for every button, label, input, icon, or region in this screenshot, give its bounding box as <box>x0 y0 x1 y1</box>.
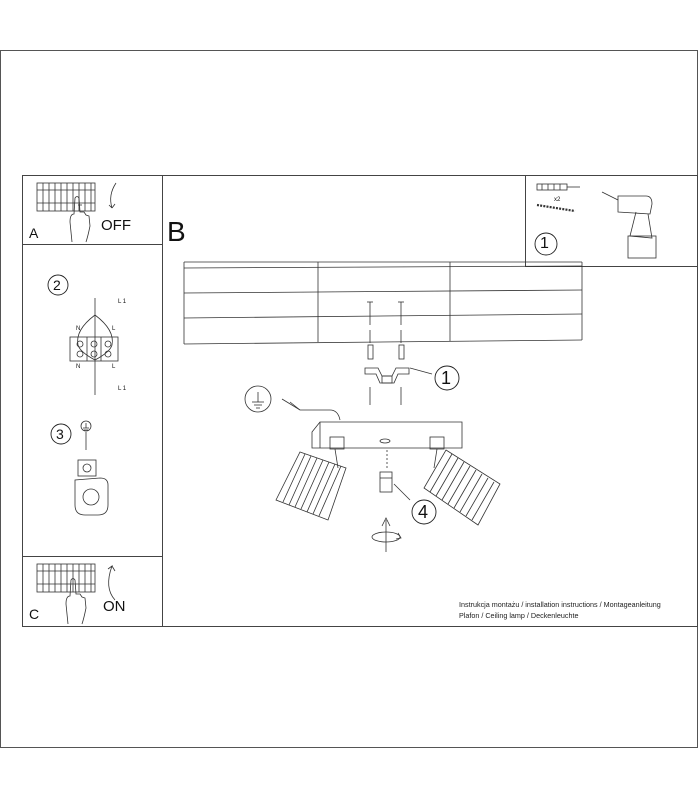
spotlight-left-icon <box>275 436 347 521</box>
ceiling-panel-icon <box>183 261 583 345</box>
cap-screw-icon <box>379 471 411 501</box>
footer-caption: Instrukcja montażu / installation instru… <box>459 599 661 621</box>
instruction-frame <box>22 175 698 627</box>
wire-label-n-bottom: N <box>76 364 81 370</box>
ground-terminal-icon <box>74 459 109 516</box>
ground-icon <box>244 385 272 413</box>
terminal-block-icon <box>69 298 119 395</box>
step-4-number: 4 <box>418 502 429 522</box>
tools-quantity: x2 <box>554 197 561 203</box>
wall-plug-icon <box>536 183 580 191</box>
step-circle <box>411 499 437 525</box>
wire-label-l1-bottom: L 1 <box>118 386 127 392</box>
spotlight-right-icon <box>423 436 501 526</box>
step-circle <box>534 232 558 256</box>
step-1-number: 1 <box>441 368 452 388</box>
step-2-number: 2 <box>53 277 61 293</box>
arrow-down-icon <box>108 182 117 209</box>
column-divider <box>162 175 163 627</box>
breaker-strip-icon <box>36 182 96 212</box>
hand-icon <box>69 196 91 243</box>
panel-a-letter: A <box>29 225 39 241</box>
on-label: ON <box>103 598 126 615</box>
panel-b-letter: B <box>167 216 186 247</box>
arrow-up-icon <box>107 564 116 601</box>
footer-line-1: Instrukcja montażu / installation instru… <box>459 600 661 609</box>
rotate-arrow-icon <box>371 517 402 552</box>
panel-a-switch-off: A OFF <box>22 175 163 245</box>
breaker-strip-icon <box>36 563 96 593</box>
ceiling-screw-icon <box>367 301 405 360</box>
drill-icon <box>601 191 657 259</box>
wire-label-l-top: L <box>112 326 116 332</box>
tools-step-number: 1 <box>540 235 549 252</box>
wire-label-n-top: N <box>76 326 81 332</box>
lamp-base-icon <box>311 421 463 470</box>
off-label: OFF <box>101 217 131 234</box>
step-circle <box>50 423 72 445</box>
hand-icon <box>65 578 87 625</box>
wire-label-l1-top: L 1 <box>118 299 127 305</box>
step-3-number: 3 <box>56 426 64 442</box>
step-circle <box>434 365 460 391</box>
wire-label-l-bottom: L <box>112 364 116 370</box>
mounting-bracket-icon <box>364 367 410 405</box>
panel-c-letter: C <box>29 606 40 622</box>
step-circle <box>47 274 69 296</box>
ground-icon <box>80 420 92 432</box>
footer-line-2: Plafon / Ceiling lamp / Deckenleuchte <box>459 611 579 620</box>
screw-icon <box>536 203 576 213</box>
